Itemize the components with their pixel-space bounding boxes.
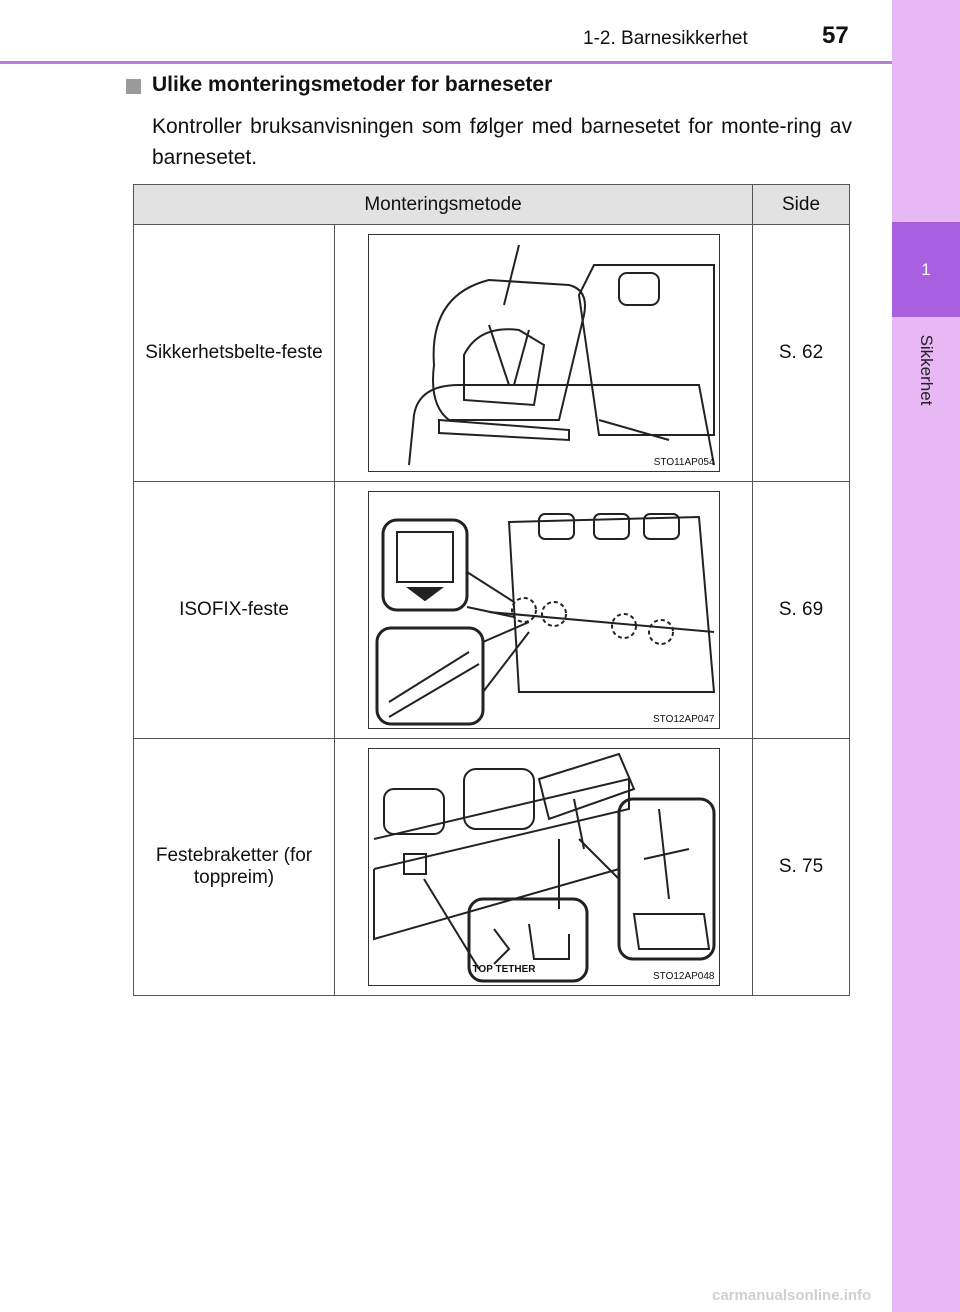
page-reference: S. 62 bbox=[778, 342, 824, 363]
mounting-methods-table: Monteringsmetode Side Sikkerhetsbelte-fe… bbox=[133, 184, 850, 996]
table-header-row: Monteringsmetode Side bbox=[133, 184, 850, 225]
watermark: carmanualsonline.info bbox=[712, 1287, 872, 1304]
page-reference: S. 69 bbox=[778, 599, 824, 620]
table-row: Sikkerhetsbelte-feste STO11AP054 bbox=[133, 224, 850, 482]
image-code: STO12AP048 bbox=[652, 971, 715, 982]
top-tether-illustration: TOP TETHER STO12AP048 bbox=[367, 748, 720, 986]
page-cell: S. 69 bbox=[752, 481, 850, 739]
method-label: Sikkerhetsbelte-feste bbox=[145, 342, 323, 363]
method-label: Festebraketter (for toppreim) bbox=[155, 845, 313, 888]
seatbelt-illustration: STO11AP054 bbox=[367, 234, 720, 472]
isofix-illustration: STO12AP047 bbox=[367, 491, 720, 729]
table-row: ISOFIX-feste bbox=[133, 481, 850, 739]
illustration-cell: STO12AP047 bbox=[334, 481, 753, 739]
child-seat-seatbelt-icon bbox=[407, 244, 715, 466]
illustration-cell: STO11AP054 bbox=[334, 224, 753, 482]
page-number: 57 bbox=[822, 22, 849, 49]
header-method: Monteringsmetode bbox=[133, 184, 753, 225]
top-tether-anchor-icon bbox=[372, 752, 715, 983]
method-cell: Sikkerhetsbelte-feste bbox=[133, 224, 335, 482]
table-row: Festebraketter (for toppreim) bbox=[133, 738, 850, 996]
method-cell: ISOFIX-feste bbox=[133, 481, 335, 739]
top-tether-label: TOP TETHER bbox=[472, 964, 536, 975]
header-page: Side bbox=[752, 184, 850, 225]
square-bullet-icon bbox=[126, 79, 141, 94]
section-title: 1-2. Barnesikkerhet bbox=[583, 28, 748, 49]
intro-paragraph: Kontroller bruksanvisningen som følger m… bbox=[152, 115, 852, 169]
method-cell: Festebraketter (for toppreim) bbox=[133, 738, 335, 996]
page-reference: S. 75 bbox=[778, 856, 824, 877]
chapter-label: Sikkerhet bbox=[917, 334, 936, 406]
header-divider bbox=[0, 61, 892, 64]
image-code: STO12AP047 bbox=[652, 714, 715, 725]
chapter-sidebar bbox=[892, 0, 960, 1312]
section-heading: Ulike monteringsmetoder for barneseter bbox=[152, 73, 553, 96]
image-code: STO11AP054 bbox=[653, 457, 715, 468]
page-cell: S. 62 bbox=[752, 224, 850, 482]
method-label: ISOFIX-feste bbox=[179, 599, 289, 620]
page-cell: S. 75 bbox=[752, 738, 850, 996]
chapter-number: 1 bbox=[921, 259, 931, 279]
illustration-cell: TOP TETHER STO12AP048 bbox=[334, 738, 753, 996]
isofix-anchor-icon bbox=[375, 513, 715, 726]
chapter-tab[interactable]: 1 bbox=[892, 222, 960, 317]
